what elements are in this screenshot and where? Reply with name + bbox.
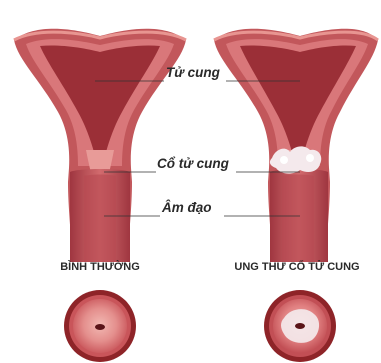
- cancer-caption: UNG THƯ CỔ TỬ CUNG: [234, 260, 359, 273]
- cancer-cervix-disc: [264, 290, 336, 362]
- cancer-uterus: [214, 29, 378, 262]
- uterus-label: Tử cung: [166, 65, 221, 80]
- normal-uterus: [14, 29, 186, 262]
- cervical-os: [95, 324, 105, 330]
- normal-caption: BÌNH THƯỜNG: [60, 260, 140, 273]
- cervix-label: Cổ tử cung: [157, 156, 230, 171]
- vagina-label: Âm đạo: [161, 200, 212, 215]
- cervical-os: [295, 323, 305, 329]
- normal-cervix-disc: [64, 290, 136, 362]
